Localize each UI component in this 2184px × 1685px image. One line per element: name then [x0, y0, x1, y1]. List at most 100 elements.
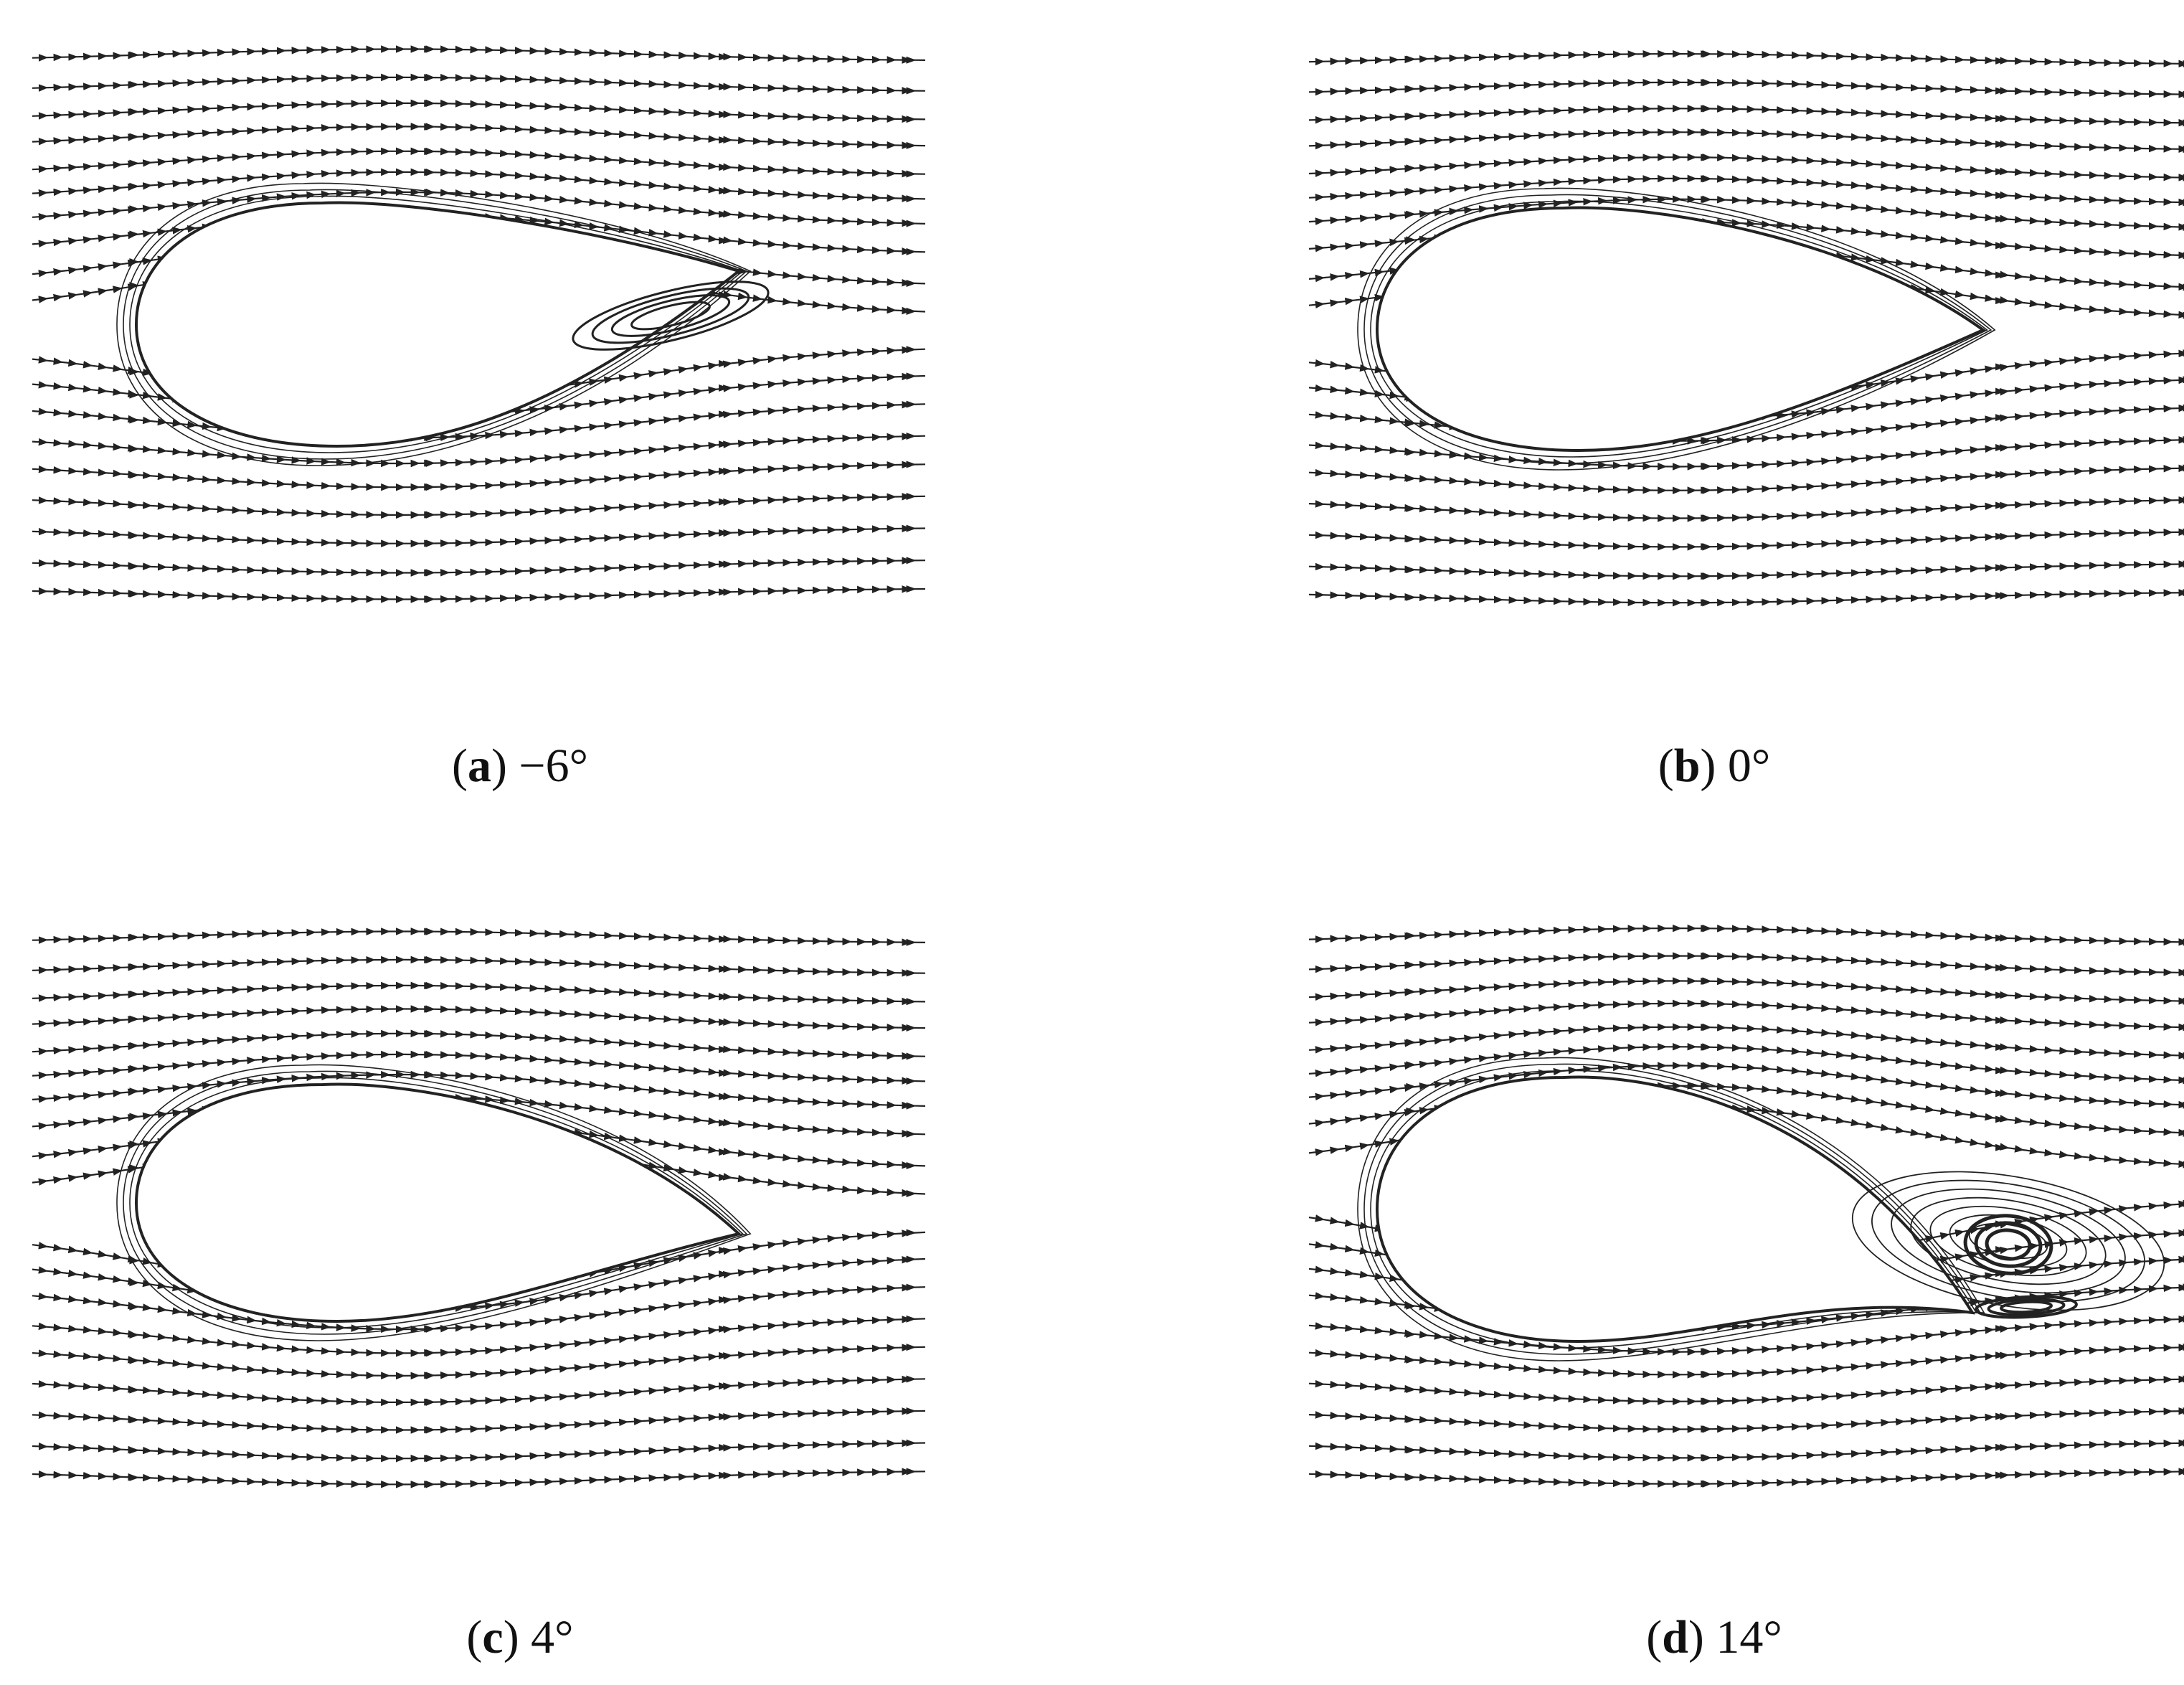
flow-arrow	[1406, 210, 1417, 218]
flow-arrow	[906, 87, 917, 95]
flow-arrow	[906, 1024, 917, 1032]
flow-arrow	[1995, 964, 2006, 972]
flow-arrow	[129, 590, 140, 598]
flow-arrow	[1701, 79, 1711, 87]
recirculation-vortex	[1891, 1188, 2126, 1294]
flow-arrow	[1995, 192, 2006, 199]
flow-arrow	[906, 1077, 917, 1085]
flow-arrow	[719, 935, 729, 943]
flow-arrow	[719, 136, 729, 144]
airfoil-outline	[1375, 206, 1986, 453]
caption-b-letter: b	[1673, 740, 1701, 792]
flow-arrow	[1995, 471, 2006, 478]
flow-arrow	[1995, 532, 2006, 540]
streamline	[1308, 1407, 2184, 1433]
flow-arrow	[1406, 164, 1417, 172]
streamline	[32, 557, 926, 577]
flow-arrow	[1701, 486, 1711, 494]
flow-arrow	[906, 372, 917, 380]
near-wall-streamline	[1370, 1070, 1977, 1349]
flow-arrow	[906, 969, 917, 977]
flow-arrow	[1406, 187, 1417, 195]
flow-arrow	[1995, 1090, 2006, 1098]
flow-arrow	[424, 982, 435, 990]
flow-arrow	[719, 1070, 729, 1077]
flow-arrow	[1406, 1386, 1417, 1394]
flow-arrow	[906, 1439, 917, 1447]
flow-arrow	[1995, 1016, 2006, 1024]
streamline	[32, 955, 926, 977]
panel-b	[1308, 49, 2184, 607]
near-wall-streamline	[116, 1064, 752, 1341]
flow-arrow	[1406, 138, 1417, 146]
streamline	[1308, 78, 2184, 98]
streamline	[32, 1407, 926, 1434]
recirculation-vortex	[610, 294, 731, 337]
flow-arrow	[129, 445, 140, 453]
flow-arrow	[906, 247, 917, 255]
flow-arrow	[906, 524, 917, 532]
streamline	[1308, 1468, 2184, 1488]
near-wall-streamline	[116, 182, 752, 466]
flow-arrow	[906, 585, 917, 593]
flow-arrow	[129, 532, 140, 539]
flow-arrow	[1995, 1143, 2006, 1151]
flow-arrow	[1701, 514, 1711, 522]
flow-arrow	[1701, 128, 1711, 136]
flow-arrow	[129, 182, 140, 190]
streamline	[32, 461, 926, 491]
streamline	[1308, 528, 2184, 551]
caption-c-angle: 4°	[531, 1611, 574, 1663]
panel-a	[32, 45, 926, 603]
recirculation-vortex	[2000, 1300, 2053, 1314]
flow-arrow	[719, 560, 729, 568]
caption-a-angle: −6°	[519, 740, 589, 792]
flow-arrow	[424, 45, 435, 53]
caption-d-angle: 14°	[1716, 1611, 1782, 1663]
flow-arrow	[1406, 1331, 1417, 1339]
flow-arrow	[719, 359, 729, 367]
flow-arrow	[129, 1087, 140, 1095]
streamline	[1308, 977, 2184, 1005]
flow-arrow	[719, 1471, 729, 1479]
streamline	[1308, 924, 2184, 946]
flow-arrow	[719, 588, 729, 596]
flow-arrow	[424, 169, 435, 176]
near-wall-streamline	[129, 195, 744, 453]
streamline	[1308, 952, 2184, 977]
flow-arrow	[719, 467, 729, 475]
flow-arrow	[424, 1030, 435, 1038]
flow-arrow	[1406, 1302, 1417, 1310]
flow-arrow	[906, 115, 917, 123]
flow-arrow	[1995, 991, 2006, 999]
streamline	[1308, 999, 2184, 1032]
recirculation-vortex	[591, 287, 750, 344]
flow-arrow	[906, 141, 917, 149]
flow-arrow	[1406, 504, 1417, 512]
streamline	[32, 1344, 926, 1380]
streamline	[1308, 1042, 2184, 1085]
streamline	[32, 123, 926, 149]
flow-arrow	[424, 1005, 435, 1013]
streamline	[1308, 436, 2184, 471]
flow-arrow	[906, 1190, 917, 1198]
flow-arrow	[424, 483, 435, 491]
streamline	[1308, 496, 2184, 522]
streamline	[1308, 464, 2184, 495]
recirculation-vortex	[1974, 1221, 2043, 1268]
flow-arrow	[424, 1426, 435, 1434]
streamline	[32, 1316, 926, 1357]
flow-arrow	[1701, 1043, 1711, 1051]
flow-arrow	[1995, 1044, 2006, 1052]
flow-arrow	[1701, 437, 1711, 445]
flow-arrow	[906, 557, 917, 565]
flow-arrow	[129, 1113, 140, 1120]
flow-arrow	[906, 307, 917, 315]
flow-arrow	[1406, 1012, 1417, 1020]
flow-arrow	[1995, 1067, 2006, 1075]
caption-c-letter: c	[482, 1611, 504, 1663]
flow-arrow	[1701, 1480, 1711, 1488]
flow-arrow	[1995, 168, 2006, 176]
streamline	[1308, 174, 2184, 207]
flow-arrow	[1406, 1446, 1417, 1454]
